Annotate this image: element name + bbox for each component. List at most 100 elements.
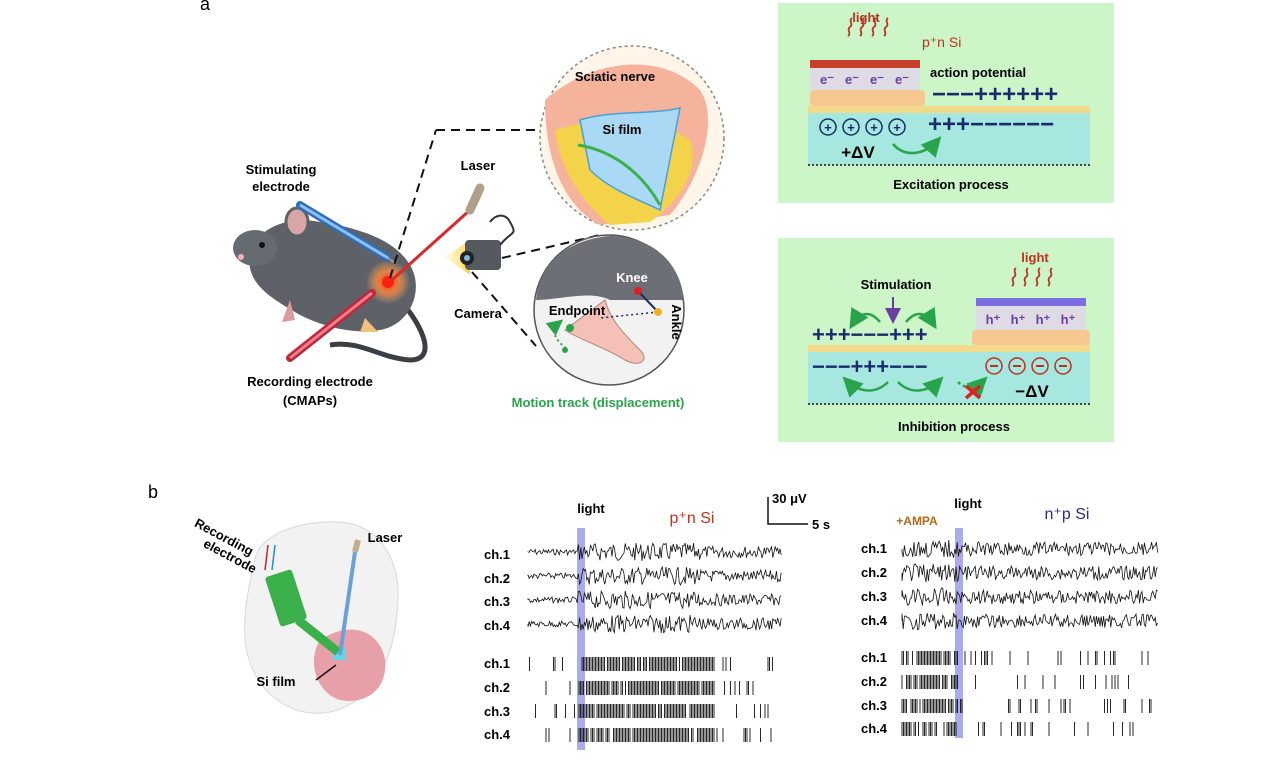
left-raster-ch4: ch.4 xyxy=(484,727,511,742)
excitation-title: Excitation process xyxy=(893,177,1009,192)
right-raster-ch3: ch.3 xyxy=(861,698,887,713)
hole-1: h⁺ xyxy=(986,312,1001,327)
stimulation-label: Stimulation xyxy=(861,277,932,292)
inhibition-panel: +++−−−+++ −−−+++−−− xyxy=(778,238,1114,442)
left-light-bar xyxy=(577,528,585,750)
endpoint-label: Endpoint xyxy=(549,303,606,318)
right-raster-ch4: ch.4 xyxy=(861,721,888,736)
recording-electrode xyxy=(286,289,376,362)
left-trace-4 xyxy=(527,614,782,634)
excitation-delta-v: +ΔV xyxy=(841,143,875,162)
svg-text:+++−−−+++: +++−−−+++ xyxy=(812,322,928,347)
leg-motion-zoom xyxy=(533,234,685,386)
hole-row: h⁺ h⁺ h⁺ h⁺ xyxy=(986,312,1076,327)
right-raster-4 xyxy=(901,722,1134,736)
recording-electrode-label-2: (CMAPs) xyxy=(283,393,337,408)
right-raster-ch2: ch.2 xyxy=(861,674,887,689)
laser-fiber xyxy=(390,183,485,282)
scale-bar-x: 5 s xyxy=(812,517,830,532)
left-raster-ch3: ch.3 xyxy=(484,704,510,719)
right-trace-ch1: ch.1 xyxy=(861,541,887,556)
laser-label: Laser xyxy=(461,158,496,173)
left-raster-4 xyxy=(545,728,772,742)
right-recordings xyxy=(901,528,1158,738)
inhibition-light-label: light xyxy=(1021,250,1049,265)
left-raster-ch1: ch.1 xyxy=(484,656,510,671)
b-si-film-label: Si film xyxy=(256,674,295,689)
action-potential-label: action potential xyxy=(930,65,1026,80)
left-trace-ch2: ch.2 xyxy=(484,571,510,586)
svg-text:−−−++++++: −−−++++++ xyxy=(932,81,1058,108)
svg-text:+++−−−−−−: +++−−−−−− xyxy=(928,111,1054,138)
left-raster-1 xyxy=(529,657,773,671)
right-trace-1 xyxy=(901,539,1158,558)
right-trace-ch4: ch.4 xyxy=(861,613,888,628)
electron-1: e⁻ xyxy=(820,72,834,87)
inhibition-title: Inhibition process xyxy=(898,419,1010,434)
mouse-top-view xyxy=(244,521,399,714)
stimulating-electrode-label-1: Stimulating xyxy=(246,162,317,177)
stimulating-electrode xyxy=(296,201,396,264)
electron-3: e⁻ xyxy=(870,72,884,87)
panel-a-letter: a xyxy=(200,0,211,14)
left-raster-ch2: ch.2 xyxy=(484,680,510,695)
left-trace-ch4: ch.4 xyxy=(484,618,511,633)
camera-label: Camera xyxy=(454,306,502,321)
right-raster-3 xyxy=(901,699,1152,713)
inhibition-delta-v: −ΔV xyxy=(1015,382,1049,401)
left-material-label: p⁺n Si xyxy=(670,510,715,527)
right-trace-2 xyxy=(901,563,1158,583)
right-light-bar xyxy=(955,528,963,738)
left-light-label: light xyxy=(577,501,605,516)
hole-3: h⁺ xyxy=(1036,312,1051,327)
sciatic-nerve-zoom xyxy=(539,45,725,231)
left-recordings xyxy=(527,528,782,750)
motion-track-label: Motion track (displacement) xyxy=(512,395,685,410)
left-traces xyxy=(527,542,782,634)
excitation-light-label: light xyxy=(852,10,880,25)
left-trace-2 xyxy=(527,565,782,586)
right-trace-3 xyxy=(901,587,1158,607)
right-raster-ch1: ch.1 xyxy=(861,650,887,665)
left-trace-3 xyxy=(527,590,782,610)
right-raster xyxy=(901,651,1152,736)
right-trace-4 xyxy=(901,612,1158,631)
scale-bar xyxy=(767,497,808,525)
left-trace-ch1: ch.1 xyxy=(484,547,510,562)
right-traces xyxy=(901,539,1158,631)
excitation-material-label: p⁺n Si xyxy=(922,34,961,50)
electron-row: e⁻ e⁻ e⁻ e⁻ xyxy=(820,72,909,87)
electron-4: e⁻ xyxy=(895,72,909,87)
svg-text:+: + xyxy=(847,120,855,135)
svg-text:−−−+++−−−: −−−+++−−− xyxy=(812,354,928,379)
stimulating-electrode-label-2: electrode xyxy=(252,179,310,194)
camera-icon xyxy=(445,214,515,275)
excitation-panel: −−−++++++ +++−−−−−− ++++ xyxy=(778,3,1114,203)
right-raster-2 xyxy=(901,675,1129,689)
hole-4: h⁺ xyxy=(1061,312,1076,327)
left-raster-3 xyxy=(535,704,769,718)
mouse-illustration xyxy=(233,206,428,363)
sciatic-nerve-label: Sciatic nerve xyxy=(575,69,655,84)
electron-2: e⁻ xyxy=(845,72,859,87)
right-light-label: light xyxy=(954,496,982,511)
left-trace-ch3: ch.3 xyxy=(484,594,510,609)
scale-bar-y: 30 μV xyxy=(772,491,807,506)
ankle-label: Ankle xyxy=(669,304,684,339)
right-material-label: n⁺p Si xyxy=(1045,506,1090,523)
b-laser-label: Laser xyxy=(368,530,403,545)
panel-b-letter: b xyxy=(148,482,158,502)
left-raster-2 xyxy=(545,681,754,695)
ampa-label: +AMPA xyxy=(896,514,938,528)
si-film-label: Si film xyxy=(602,122,641,137)
right-trace-ch2: ch.2 xyxy=(861,565,887,580)
right-trace-ch3: ch.3 xyxy=(861,589,887,604)
knee-label: Knee xyxy=(616,270,648,285)
recording-electrode-label-1: Recording electrode xyxy=(247,374,373,389)
left-trace-1 xyxy=(527,542,782,561)
svg-text:+: + xyxy=(893,120,901,135)
right-raster-1 xyxy=(901,651,1149,665)
left-raster xyxy=(529,657,773,742)
hole-2: h⁺ xyxy=(1011,312,1026,327)
